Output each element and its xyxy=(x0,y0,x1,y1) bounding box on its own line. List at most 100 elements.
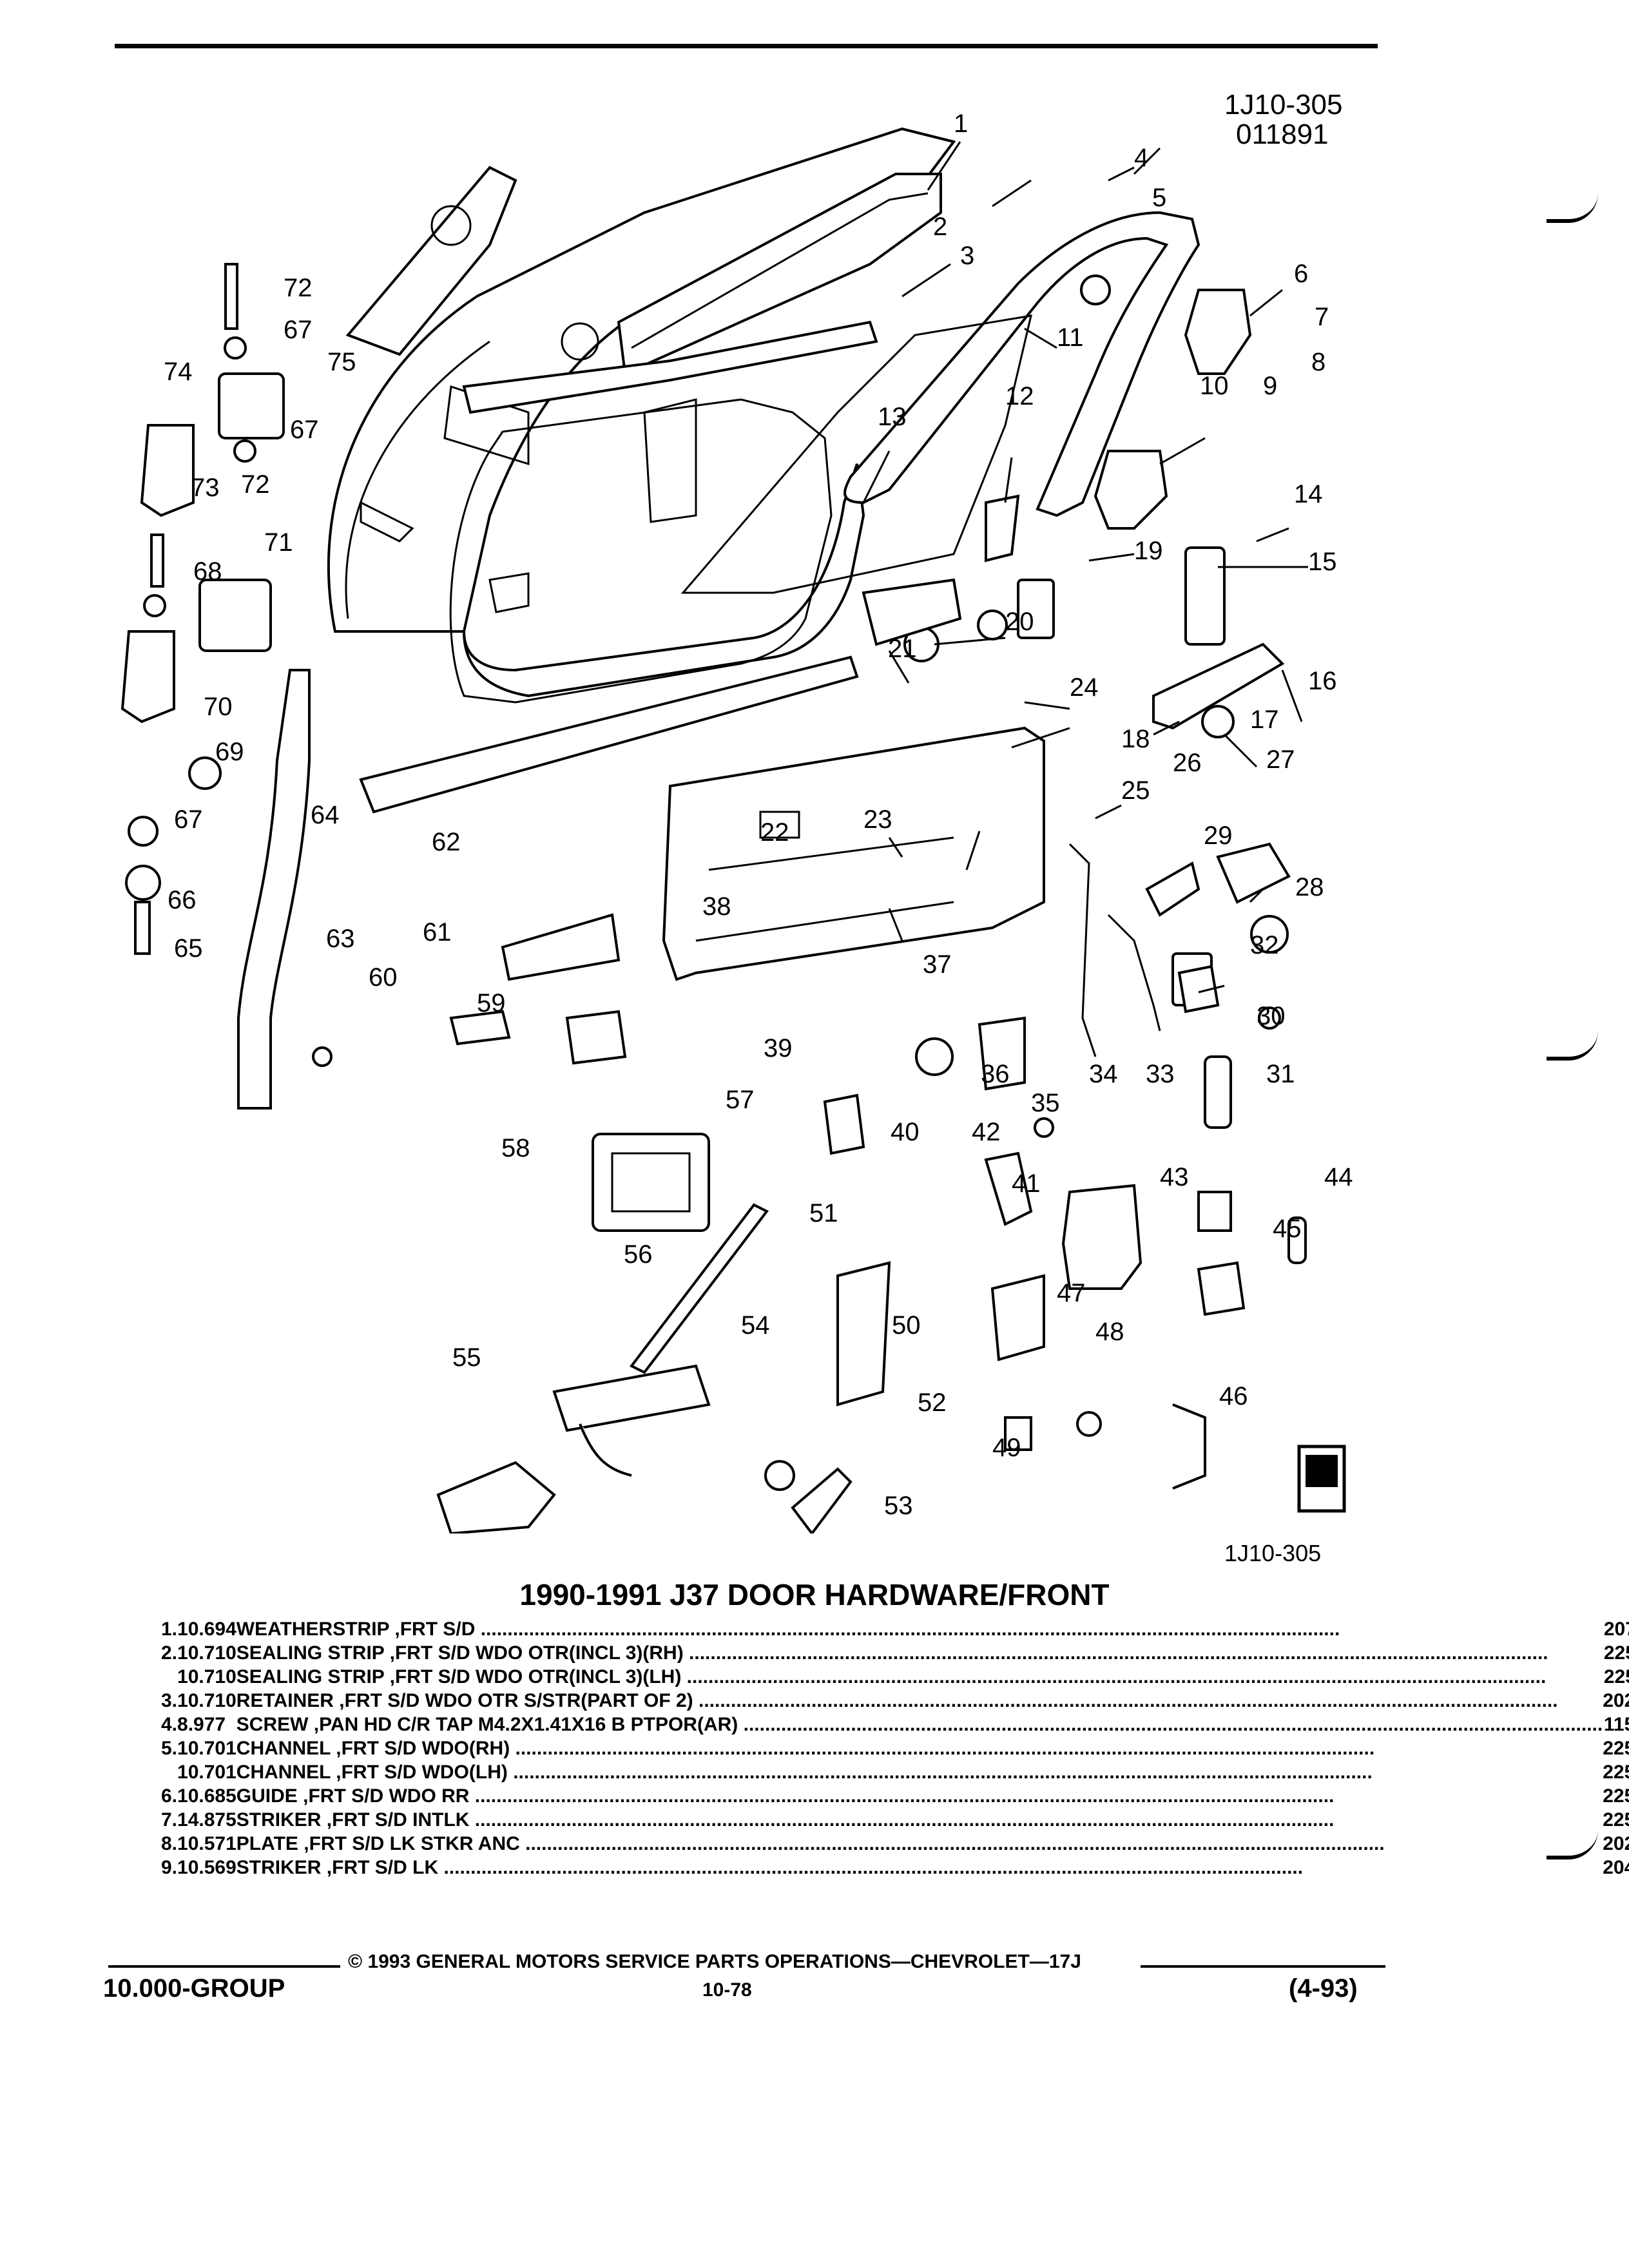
callout: 62 xyxy=(432,828,461,856)
callout: 68 xyxy=(193,557,222,586)
callout: 31 xyxy=(1266,1060,1295,1088)
callout: 9 xyxy=(1263,372,1277,400)
description: WEATHERSTRIP ,FRT S/D xyxy=(236,1619,1603,1642)
callout: 42 xyxy=(972,1118,1001,1146)
description: PLATE ,FRT S/D LK STKR ANC xyxy=(236,1833,1603,1857)
latch-assembly xyxy=(984,1151,1307,1490)
callout: 34 xyxy=(1089,1060,1118,1088)
callout: 14 xyxy=(1294,480,1323,508)
part-number: 22569700 xyxy=(1603,1738,1629,1759)
callout: 1 xyxy=(954,110,968,138)
callout: 71 xyxy=(264,528,293,557)
table-row: 1. 10.694 WEATHERSTRIP ,FRT S/D 20711417 xyxy=(161,1619,1629,1642)
top-rule xyxy=(115,44,1378,48)
group-label: 10.000-GROUP xyxy=(103,1974,285,2003)
callout: 66 xyxy=(168,886,197,914)
item-number: 9. xyxy=(161,1857,178,1878)
callout: 16 xyxy=(1308,667,1337,695)
callout: 18 xyxy=(1121,725,1150,753)
page-title: 1990-1991 J37 DOOR HARDWARE/FRONT xyxy=(519,1578,1110,1611)
rods xyxy=(1068,843,1281,1129)
callout: 19 xyxy=(1134,537,1163,565)
callout-labels: 1 2 3 4 5 6 7 8 9 10 11 12 13 14 15 16 1… xyxy=(164,110,1353,1520)
callout: 12 xyxy=(1005,382,1034,410)
callout: 35 xyxy=(1031,1089,1060,1117)
illustration-ref: 10.710 xyxy=(177,1642,236,1664)
callout: 32 xyxy=(1250,931,1279,959)
callout: 8 xyxy=(1311,348,1325,376)
callout: 41 xyxy=(1012,1169,1041,1198)
reference-code: 1J10-305 xyxy=(1224,1540,1322,1566)
part-number: 22543818 xyxy=(1603,1809,1629,1831)
callout: 72 xyxy=(241,470,270,499)
parts-list: 1. 10.694 WEATHERSTRIP ,FRT S/D 20711417… xyxy=(161,1619,1629,1881)
table-row: 10.701 CHANNEL ,FRT S/D WDO(LH) 22569701 xyxy=(161,1762,1629,1785)
callout: 48 xyxy=(1095,1318,1124,1346)
table-row: 3. 10.710 RETAINER ,FRT S/D WDO OTR S/ST… xyxy=(161,1690,1629,1714)
right-hardware xyxy=(862,274,1291,1006)
table-row: 4. 8.977 SCREW ,PAN HD C/R TAP M4.2X1.41… xyxy=(161,1714,1629,1738)
description: STRIKER ,FRT S/D INTLK xyxy=(236,1809,1603,1833)
callout: 47 xyxy=(1057,1279,1086,1307)
item-number: 1. xyxy=(161,1619,178,1640)
callout: 74 xyxy=(164,358,193,386)
callout: 36 xyxy=(981,1060,1010,1088)
inside-handle-parts xyxy=(312,913,1054,1232)
callout: 67 xyxy=(174,805,203,834)
callout: 46 xyxy=(1219,1382,1248,1410)
illustration-code: 1J10-305 xyxy=(1224,89,1343,120)
description: GUIDE ,FRT S/D WDO RR xyxy=(236,1785,1603,1809)
trim-panel xyxy=(662,726,1045,981)
description: CHANNEL ,FRT S/D WDO(RH) xyxy=(236,1738,1603,1762)
vent-window xyxy=(345,166,517,356)
callout: 11 xyxy=(1057,323,1084,352)
description: SEALING STRIP ,FRT S/D WDO OTR(INCL 3)(L… xyxy=(236,1666,1603,1690)
exploded-parts-diagram: 1 2 3 4 5 6 7 8 9 10 11 12 13 14 15 16 1… xyxy=(120,110,1353,1533)
table-row: 2. 10.710 SEALING STRIP ,FRT S/D WDO OTR… xyxy=(161,1642,1629,1666)
item-number: 4. xyxy=(161,1714,178,1735)
callout: 6 xyxy=(1294,260,1308,288)
part-number: 11504736 xyxy=(1603,1714,1629,1735)
window-frame xyxy=(462,173,942,414)
item-number xyxy=(161,1666,177,1690)
callout: 50 xyxy=(892,1311,921,1340)
callout: 37 xyxy=(923,950,952,979)
callout: 70 xyxy=(204,693,233,721)
description: RETAINER ,FRT S/D WDO OTR S/STR(PART OF … xyxy=(236,1690,1603,1714)
table-row: 8. 10.571 PLATE ,FRT S/D LK STKR ANC 202… xyxy=(161,1833,1629,1857)
illustration-ref: 10.569 xyxy=(177,1857,236,1878)
callout: 40 xyxy=(891,1118,920,1146)
window-channel xyxy=(843,211,1200,517)
item-number: 2. xyxy=(161,1642,178,1664)
callout: 53 xyxy=(884,1492,913,1520)
callout: 25 xyxy=(1121,776,1150,805)
binding-mark xyxy=(1547,1830,1598,1860)
callout: 17 xyxy=(1250,706,1279,734)
callout: 15 xyxy=(1308,548,1337,576)
table-row: 5. 10.701 CHANNEL ,FRT S/D WDO(RH) 22569… xyxy=(161,1738,1629,1762)
callout: 58 xyxy=(501,1134,530,1162)
callout: 10 xyxy=(1200,372,1229,400)
copyright-notice: © 1993 GENERAL MOTORS SERVICE PARTS OPER… xyxy=(348,1951,1081,1972)
callout: 52 xyxy=(918,1389,947,1417)
part-number: 20711417 xyxy=(1603,1619,1629,1640)
window-regulator xyxy=(436,1203,891,1533)
callout: 65 xyxy=(174,934,203,963)
callout: 3 xyxy=(960,242,974,270)
table-row: 9. 10.569 STRIKER ,FRT S/D LK 20464563 xyxy=(161,1857,1629,1881)
illustration-ref: 14.875 xyxy=(177,1809,236,1831)
callout: 13 xyxy=(878,403,907,431)
illustration-ref: 10.701 xyxy=(177,1738,236,1759)
callout: 23 xyxy=(863,805,892,834)
table-row: 7. 14.875 STRIKER ,FRT S/D INTLK 2254381… xyxy=(161,1809,1629,1833)
callout: 29 xyxy=(1204,822,1233,850)
callout: 30 xyxy=(1257,1002,1286,1030)
table-row: 10.710 SEALING STRIP ,FRT S/D WDO OTR(IN… xyxy=(161,1666,1629,1690)
illustration-ref: 10.710 xyxy=(177,1690,236,1711)
description: SEALING STRIP ,FRT S/D WDO OTR(INCL 3)(R… xyxy=(236,1642,1603,1666)
callout: 64 xyxy=(311,801,340,829)
callout: 2 xyxy=(933,213,947,241)
callout: 55 xyxy=(452,1343,481,1372)
callout: 5 xyxy=(1152,184,1166,212)
description: STRIKER ,FRT S/D LK xyxy=(236,1857,1603,1881)
